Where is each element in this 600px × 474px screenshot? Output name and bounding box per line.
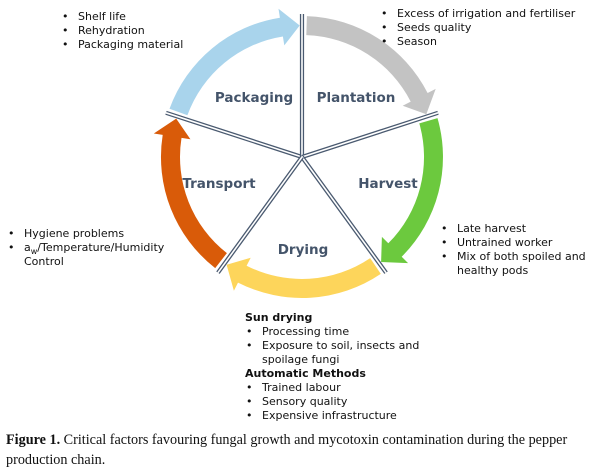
arrow-segment-plantation <box>306 16 436 115</box>
arrow-segment-packaging <box>169 8 300 116</box>
aw-symbol: a <box>24 241 31 254</box>
sun-drying-factors: Processing time Exposure to soil, insect… <box>245 325 445 367</box>
spoke-transport-inner <box>217 156 303 274</box>
drying-factors: Sun drying Processing time Exposure to s… <box>245 311 445 423</box>
list-item: Sensory quality <box>245 395 445 409</box>
stage-label-drying: Drying <box>278 242 329 258</box>
list-item: Excess of irrigation and fertiliser <box>380 7 575 21</box>
stage-label-plantation: Plantation <box>317 90 396 106</box>
spoke-packaging-inner <box>165 112 303 158</box>
sun-drying-heading: Sun drying <box>245 311 313 324</box>
harvest-factors: Late harvest Untrained worker Mix of bot… <box>440 222 598 278</box>
aw-rest: /Temperature/Humidity Control <box>24 241 165 268</box>
aw-subscript: w <box>30 247 38 257</box>
packaging-factors: Shelf life Rehydration Packaging materia… <box>61 10 183 52</box>
figure-caption: Figure 1. Critical factors favouring fun… <box>6 430 598 470</box>
stage-label-packaging: Packaging <box>215 90 293 106</box>
list-item: Late harvest <box>440 222 598 236</box>
list-item: Packaging material <box>61 38 183 52</box>
arrow-segment-drying <box>226 257 381 298</box>
transport-factors: Hygiene problems aw/Temperature/Humidity… <box>7 227 177 269</box>
arrow-segment-harvest <box>381 118 443 264</box>
spoke-drying-inner <box>301 156 387 274</box>
production-cycle-diagram: Packaging Plantation Harvest Drying Tran… <box>153 8 443 298</box>
list-item: Trained labour <box>245 381 445 395</box>
list-item: aw/Temperature/Humidity Control <box>7 241 177 269</box>
arrow-segment-transport <box>153 118 227 269</box>
list-item: Processing time <box>245 325 445 339</box>
list-item: Exposure to soil, insects and spoilage f… <box>245 339 445 367</box>
spoke-harvest-inner <box>301 112 439 158</box>
list-item: Mix of both spoiled and healthy pods <box>440 250 598 278</box>
stage-label-harvest: Harvest <box>358 176 418 192</box>
caption-label: Figure 1. <box>6 432 61 448</box>
list-item: Season <box>380 35 575 49</box>
stage-label-transport: Transport <box>182 176 256 192</box>
list-item: Seeds quality <box>380 21 575 35</box>
automatic-methods-factors: Trained labour Sensory quality Expensive… <box>245 381 445 423</box>
plantation-factors: Excess of irrigation and fertiliser Seed… <box>380 7 575 49</box>
caption-text: Critical factors favouring fungal growth… <box>6 432 568 468</box>
list-item: Shelf life <box>61 10 183 24</box>
list-item: Rehydration <box>61 24 183 38</box>
list-item: Untrained worker <box>440 236 598 250</box>
list-item: Expensive infrastructure <box>245 409 445 423</box>
automatic-methods-heading: Automatic Methods <box>245 367 366 380</box>
list-item: Hygiene problems <box>7 227 177 241</box>
